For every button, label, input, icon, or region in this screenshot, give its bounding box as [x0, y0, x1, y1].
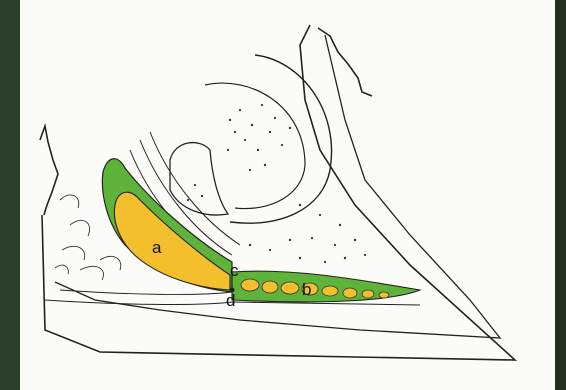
- bone-inner-curve: [205, 83, 305, 208]
- label-c: c: [230, 261, 239, 280]
- navicular-bone: [170, 143, 228, 215]
- label-d: d: [226, 291, 235, 310]
- hair-left: [40, 126, 58, 215]
- label-a: a: [152, 238, 162, 257]
- sole-line-2: [60, 290, 232, 294]
- label-b: b: [302, 280, 311, 299]
